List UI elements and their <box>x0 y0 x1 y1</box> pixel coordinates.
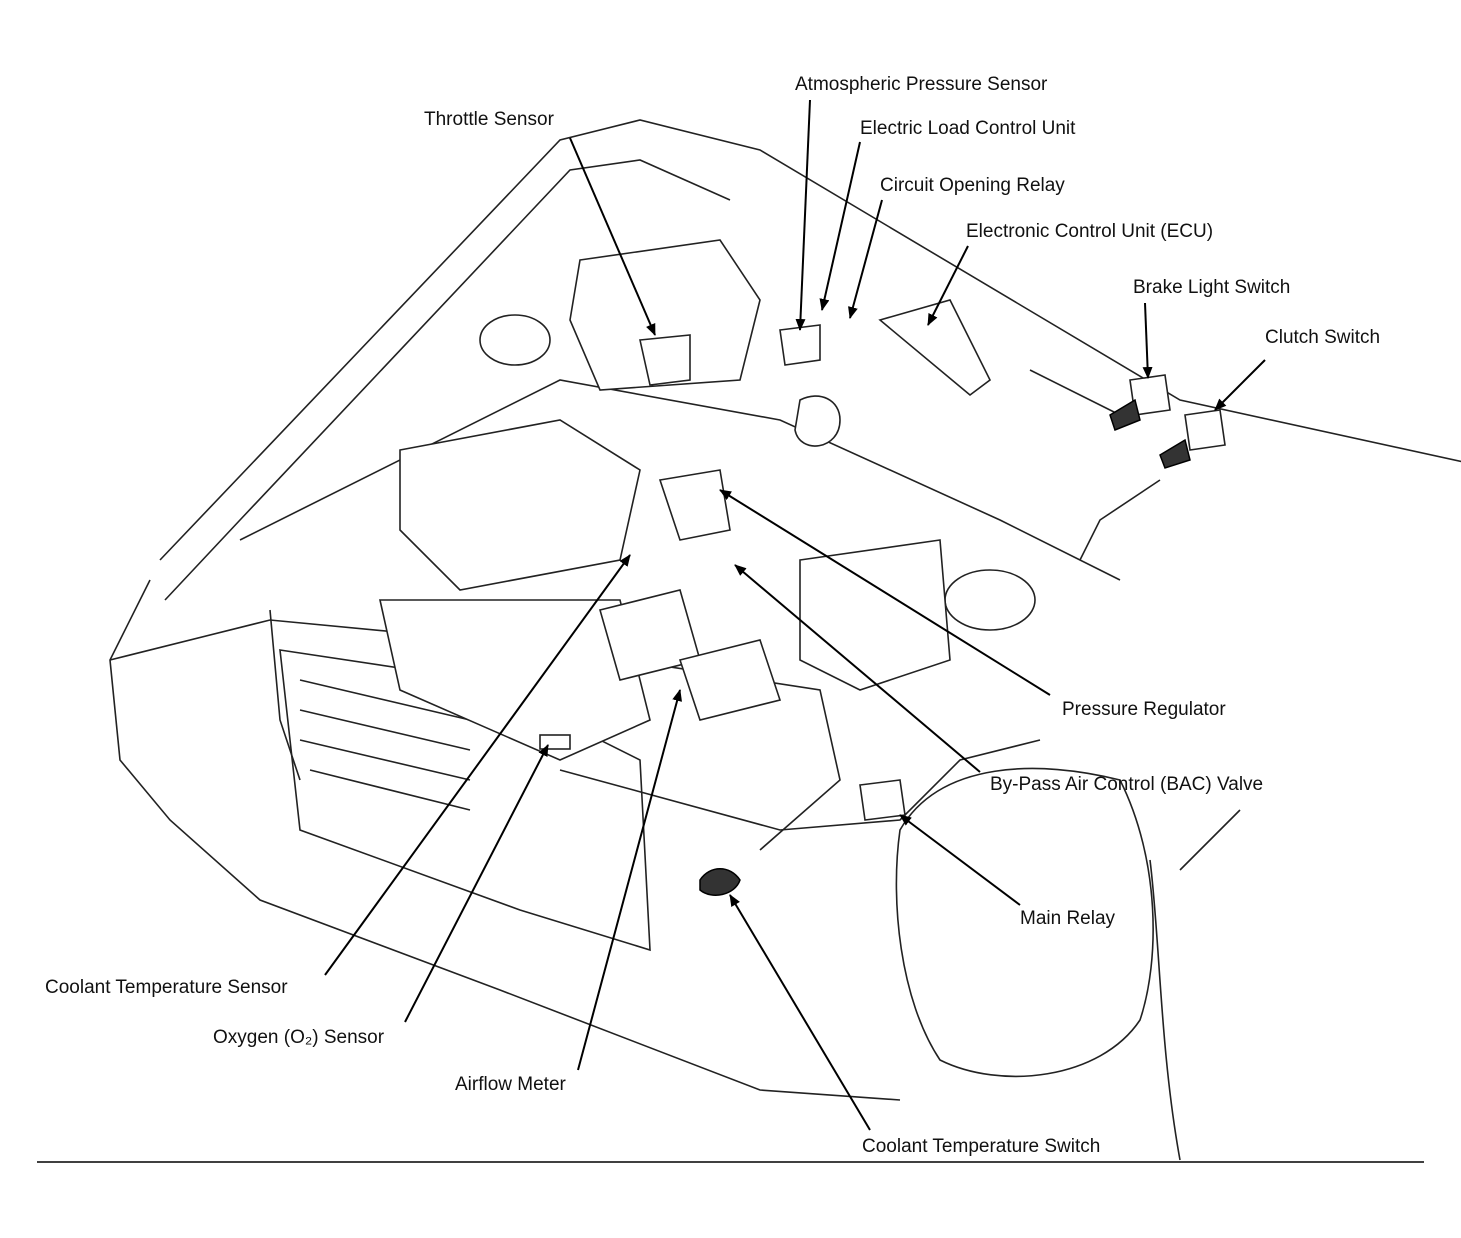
label-ecu: Electronic Control Unit (ECU) <box>966 221 1213 242</box>
label-bac-valve: By-Pass Air Control (BAC) Valve <box>990 774 1263 795</box>
label-coolant-temperature-sensor: Coolant Temperature Sensor <box>45 977 288 998</box>
label-clutch-switch: Clutch Switch <box>1265 327 1380 348</box>
label-airflow-meter: Airflow Meter <box>455 1074 567 1095</box>
label-circuit-opening-relay: Circuit Opening Relay <box>880 175 1065 196</box>
label-atmospheric-pressure-sensor: Atmospheric Pressure Sensor <box>795 74 1048 95</box>
leader-lines <box>324 99 1266 1131</box>
label-pressure-regulator: Pressure Regulator <box>1062 699 1226 720</box>
label-brake-light-switch: Brake Light Switch <box>1133 277 1290 298</box>
label-coolant-temperature-switch: Coolant Temperature Switch <box>862 1136 1100 1157</box>
label-main-relay: Main Relay <box>1020 908 1116 929</box>
label-oxygen-sensor: Oxygen (O₂) Sensor <box>213 1027 385 1048</box>
label-electric-load-control-unit: Electric Load Control Unit <box>860 118 1076 139</box>
label-throttle-sensor: Throttle Sensor <box>424 109 555 130</box>
car-illustration <box>109 119 1461 1161</box>
